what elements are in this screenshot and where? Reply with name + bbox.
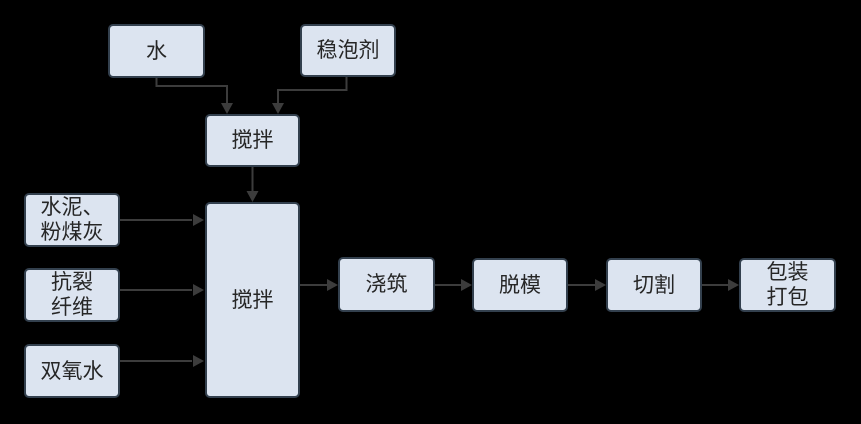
node-main-mix-stir: 搅拌 — [205, 202, 300, 398]
node-cutting: 切割 — [606, 258, 702, 312]
node-label: 双氧水 — [40, 358, 104, 383]
node-anti-crack-fiber: 抗裂 纤维 — [24, 268, 120, 322]
arrowhead-pouring-to-demolding — [461, 279, 472, 291]
node-hydrogen-peroxide: 双氧水 — [24, 344, 120, 398]
arrowhead-stabilizer-to-premix — [272, 103, 284, 114]
node-pouring: 浇筑 — [338, 257, 435, 312]
node-label: 稳泡剂 — [316, 38, 380, 62]
arrowhead-demolding-to-cutting — [595, 279, 606, 291]
arrow-water-to-premix — [155, 78, 228, 103]
node-label: 水泥、 — [40, 195, 104, 219]
node-label: 打包 — [766, 285, 809, 309]
node-label: 抗裂 — [51, 270, 93, 294]
node-label: 水 — [146, 38, 167, 63]
arrow-stabilizer-to-premix — [277, 77, 348, 103]
node-label: 粉煤灰 — [40, 220, 104, 244]
node-label: 搅拌 — [231, 128, 274, 152]
arrowhead-peroxide-to-mainmix — [193, 355, 204, 367]
node-cement-flyash: 水泥、 粉煤灰 — [24, 193, 120, 247]
node-premix-stir: 搅拌 — [205, 114, 300, 167]
node-label: 包装 — [766, 260, 809, 284]
node-demolding: 脱模 — [472, 258, 568, 312]
node-foam-stabilizer: 稳泡剂 — [300, 24, 396, 77]
arrowhead-water-to-premix — [221, 103, 233, 114]
node-label: 切割 — [633, 272, 675, 297]
arrowhead-cutting-to-packaging — [728, 279, 739, 291]
node-label: 纤维 — [51, 295, 93, 319]
node-water: 水 — [108, 24, 205, 78]
node-label: 搅拌 — [231, 287, 274, 312]
arrowhead-mainmix-to-pouring — [327, 279, 338, 291]
node-label: 脱模 — [499, 272, 541, 297]
node-label: 浇筑 — [365, 272, 408, 296]
node-packaging: 包装 打包 — [739, 258, 836, 312]
arrowhead-premix-to-mainmix — [246, 191, 259, 202]
arrowhead-cement-to-mainmix — [193, 214, 204, 226]
arrowhead-fiber-to-mainmix — [193, 284, 204, 296]
